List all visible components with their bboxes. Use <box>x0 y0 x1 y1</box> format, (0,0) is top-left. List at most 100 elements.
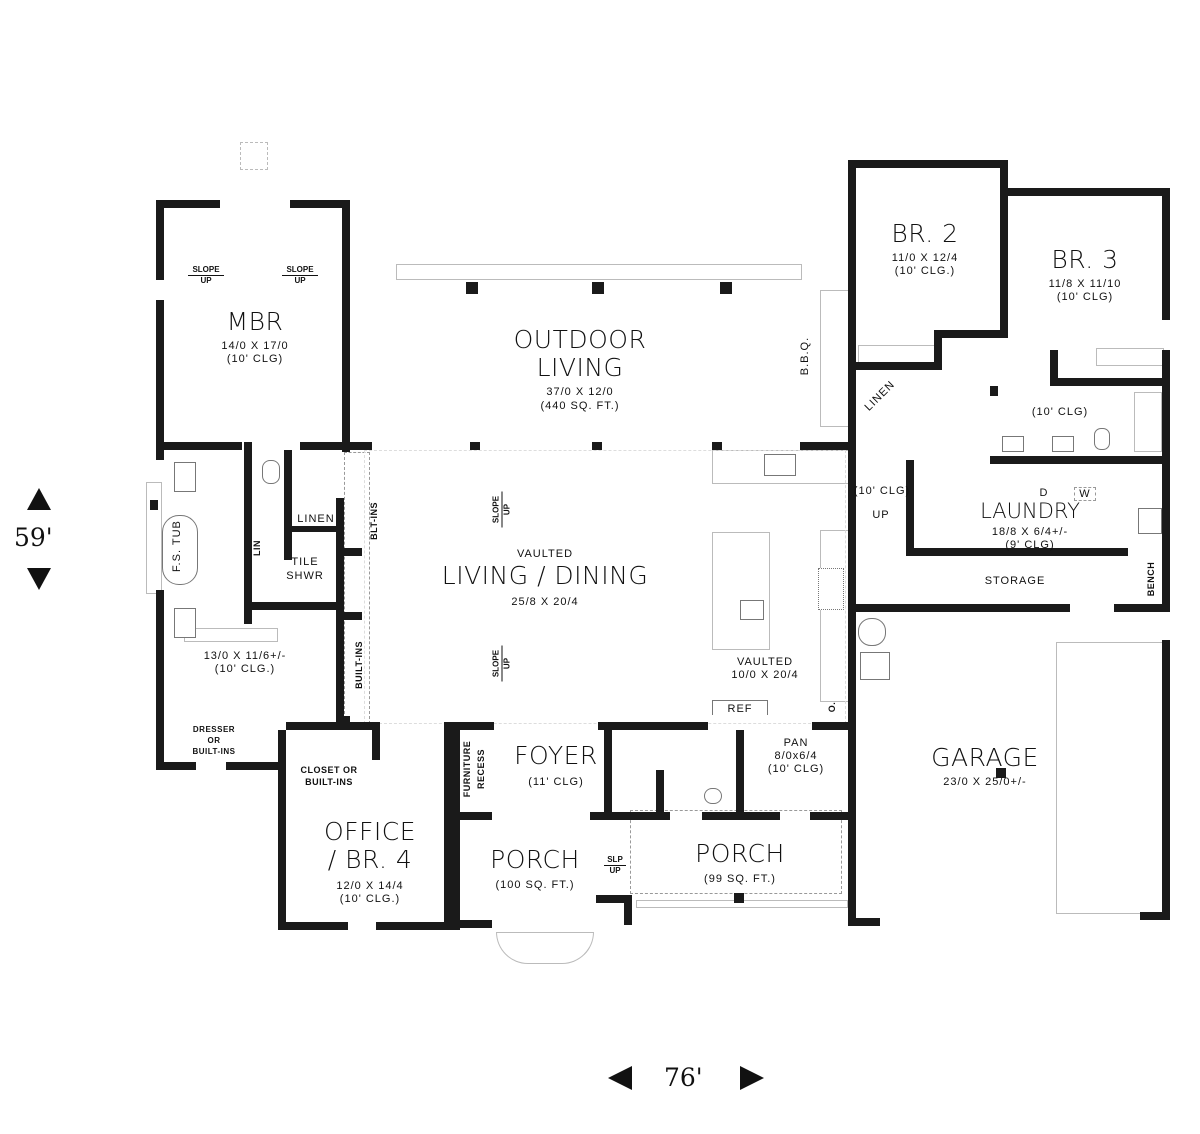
wall <box>1050 378 1170 386</box>
wall <box>372 722 380 760</box>
wall <box>812 722 856 730</box>
linen-label: LINEN <box>862 378 898 414</box>
up-text: UP <box>609 866 621 875</box>
sink-icon <box>174 462 196 492</box>
wall <box>800 442 856 450</box>
wall <box>336 716 350 724</box>
room-size: 37/0 X 12/0 <box>546 386 614 398</box>
up-text: UP <box>200 276 212 285</box>
closet-label: BUILT-INS <box>305 777 353 787</box>
room-size: 23/0 X 25/0+/- <box>943 776 1027 788</box>
up-text: UP <box>502 503 512 516</box>
island-sink-icon <box>740 600 764 620</box>
sink-icon <box>174 608 196 638</box>
room-ceiling: (9' CLG) <box>1005 539 1055 551</box>
arrow-right-icon <box>740 1066 764 1090</box>
exterior-post <box>240 142 268 170</box>
room-ceiling: (11' CLG) <box>528 776 584 788</box>
room-name-porch: PORCH <box>695 839 785 868</box>
slope-text: SLOPE <box>192 265 220 274</box>
room-name-laundry: LAUNDRY <box>980 499 1080 523</box>
wall <box>244 442 252 602</box>
room-name-porch: PORCH <box>490 845 580 874</box>
room-size: 10/0 X 20/4 <box>731 669 799 681</box>
wall <box>156 300 164 460</box>
washer-label: W <box>1074 487 1096 502</box>
bench-label: BENCH <box>1146 561 1157 597</box>
wall <box>934 330 942 370</box>
vaulted-label: VAULTED <box>736 656 794 668</box>
closet-size: 13/0 X 11/6+/- <box>203 650 287 662</box>
wall <box>906 548 1128 556</box>
wall <box>1000 188 1170 196</box>
room-ceiling: (10' CLG.) <box>339 893 401 905</box>
tub-label: F.S. TUB <box>170 520 183 572</box>
wall <box>596 895 632 903</box>
post <box>592 282 604 294</box>
linen-label: LINEN <box>297 513 335 525</box>
room-name-br3: BR. 3 <box>1051 245 1119 274</box>
bathtub-icon <box>162 515 198 585</box>
dresser-label: BUILT-INS <box>192 747 236 756</box>
wall <box>452 920 492 928</box>
room-name-mbr: MBR <box>226 307 284 336</box>
furniture-recess-label: FURNITURE <box>462 740 473 798</box>
wall <box>452 730 460 930</box>
shower-label: TILE <box>291 556 319 568</box>
wall <box>656 770 664 820</box>
stair-up-label: UP <box>872 509 890 521</box>
room-name-garage: GARAGE <box>931 743 1039 772</box>
sink-icon <box>1002 436 1024 452</box>
wall <box>444 722 494 730</box>
dryer-label: D <box>1039 487 1049 499</box>
wall <box>278 730 286 930</box>
wall <box>848 548 856 610</box>
vaulted-label: VAULTED <box>516 548 574 560</box>
wall <box>452 812 492 820</box>
wall <box>344 548 362 556</box>
wall <box>342 200 350 452</box>
width-label: 76' <box>664 1063 703 1092</box>
wall <box>156 200 164 280</box>
room-area: (99 SQ. FT.) <box>704 873 776 885</box>
wall <box>470 442 480 450</box>
shower-label: SHWR <box>286 570 324 582</box>
dresser-label: OR <box>207 736 221 745</box>
toilet-icon <box>1094 428 1110 450</box>
closet-shelf <box>184 628 278 642</box>
lin-label: LIN <box>252 539 263 556</box>
bbq-label: B.B.Q. <box>798 336 811 376</box>
closet-shelf <box>858 345 938 363</box>
room-name-outdoor: OUTDOOR <box>513 325 647 354</box>
wall <box>376 922 452 930</box>
wall <box>1162 640 1170 920</box>
blt-ins-label: BLT-INS <box>369 502 380 540</box>
wall <box>226 762 286 770</box>
wall <box>598 722 708 730</box>
sink-icon <box>1052 436 1074 452</box>
wall <box>736 730 744 820</box>
up-text: UP <box>502 657 512 670</box>
outdoor-roof-edge <box>396 264 802 280</box>
kitchen-island <box>712 532 770 650</box>
toilet-icon <box>262 460 280 484</box>
bbq-counter <box>820 290 850 427</box>
wall <box>850 604 1070 612</box>
closet-label: CLOSET OR <box>300 765 358 775</box>
furnace-icon <box>860 652 890 680</box>
room-size: 8/0x6/4 <box>774 750 818 762</box>
wall <box>940 330 1008 338</box>
arrow-up-icon <box>27 488 51 510</box>
wall <box>906 460 914 488</box>
room-name-living: LIVING / DINING <box>441 561 649 590</box>
room-size: 14/0 X 17/0 <box>221 340 289 352</box>
wall <box>990 386 998 396</box>
built-ins-label: BUILT-INS <box>354 641 365 689</box>
room-name-office: OFFICE <box>323 817 417 846</box>
room-name-office: / BR. 4 <box>327 845 413 874</box>
wall <box>300 442 370 450</box>
post <box>720 282 732 294</box>
